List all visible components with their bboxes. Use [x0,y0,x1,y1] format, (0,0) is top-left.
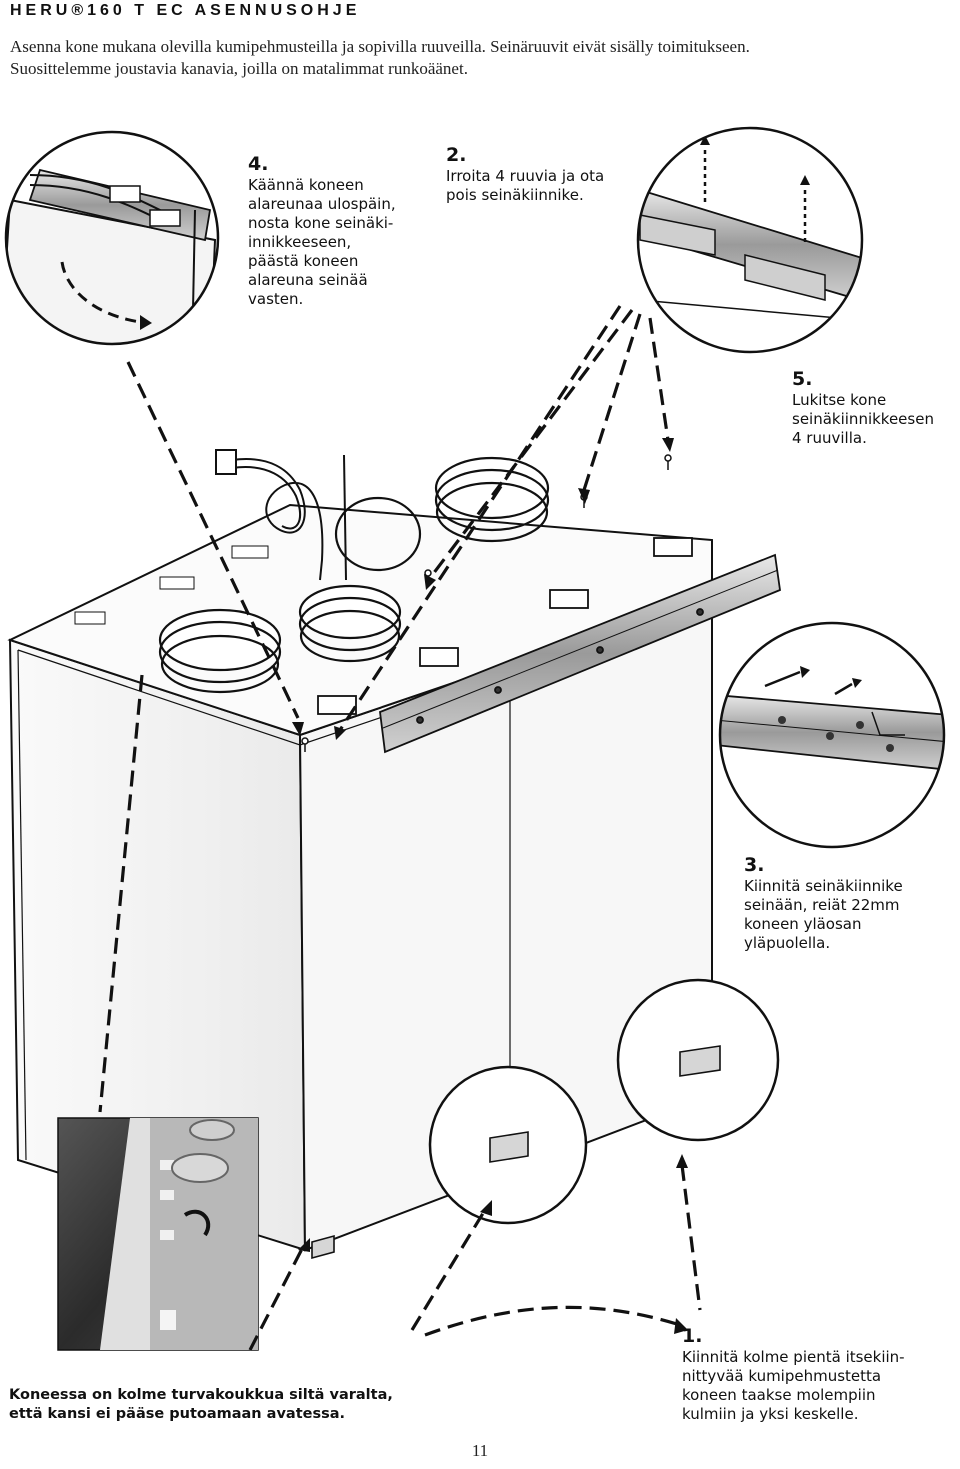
step-4-line: vasten. [248,290,304,308]
step-4-number: 4. [248,153,269,175]
step-4-line: Käännä koneen [248,176,364,194]
photo-caption-line-1: Koneessa on kolme turvakoukkua siltä var… [9,1387,393,1403]
intro-text: Asenna kone mukana olevilla kumipehmuste… [10,36,940,80]
step-5-line: Lukitse kone [792,391,887,409]
detail-circle-step-4 [4,130,220,346]
duct-collars [158,456,550,694]
step-2-text: 2. Irroita 4 ruuvia ja ota pois seinäkii… [446,143,604,205]
detail-circle-step-2 [636,126,864,354]
arrow-heads [292,438,688,1334]
photo-caption: Koneessa on kolme turvakoukkua siltä var… [9,1386,393,1424]
intro-line-2: Suosittelemme joustavia kanavia, joilla … [10,59,468,78]
step-4-line: alareuna seinää [248,271,368,289]
detail-circles-step-1 [428,978,780,1225]
step-1-line: kulmiin ja yksi keskelle. [682,1405,859,1423]
step-5-number: 5. [792,368,813,390]
step-4-line: alareunaa ulospäin, [248,195,396,213]
step-3-line: yläpuolella. [744,934,831,952]
step-1-line: nittyvää kumipehmustetta [682,1367,882,1385]
step-3-line: seinään, reiät 22mm [744,896,900,914]
step-2-line: Irroita 4 ruuvia ja ota [446,167,605,185]
step-4-text: 4. Käännä koneen alareunaa ulospäin, nos… [248,152,396,309]
step-2-number: 2. [446,144,467,166]
photo-caption-line-2: että kansi ei pääse putoamaan avatessa. [9,1406,346,1422]
leader-arrows [98,305,702,1351]
page-number: 11 [471,1441,489,1460]
step-3-line: Kiinnitä seinäkiinnike [744,877,903,895]
wall-bracket [317,537,781,754]
step-5-line: 4 ruuvilla. [792,429,867,447]
step-5-text: 5. Lukitse kone seinäkiinnikkeesen 4 ruu… [792,367,934,448]
step-1-text: 1. Kiinnitä kolme pientä itsekiin- nitty… [682,1324,905,1424]
step-3-number: 3. [744,854,765,876]
step-3-line: koneen yläosan [744,915,862,933]
step-4-line: päästä koneen [248,252,359,270]
intro-line-1: Asenna kone mukana olevilla kumipehmuste… [10,37,750,56]
step-5-line: seinäkiinnikkeesen [792,410,934,428]
step-4-line: nosta kone seinäki- [248,214,394,232]
safety-hook-photo [57,1117,259,1351]
step-1-number: 1. [682,1325,703,1347]
step-1-line: koneen taakse molempiin [682,1386,876,1404]
step-1-line: Kiinnitä kolme pientä itsekiin- [682,1348,905,1366]
step-2-line: pois seinäkiinnike. [446,186,584,204]
detail-circle-step-5 [718,621,946,849]
step-3-text: 3. Kiinnitä seinäkiinnike seinään, reiät… [744,853,903,953]
step-4-line: innikkeeseen, [248,233,352,251]
document-header: HERU®160 T EC ASENNUSOHJE [10,2,361,19]
power-cable [215,449,347,581]
